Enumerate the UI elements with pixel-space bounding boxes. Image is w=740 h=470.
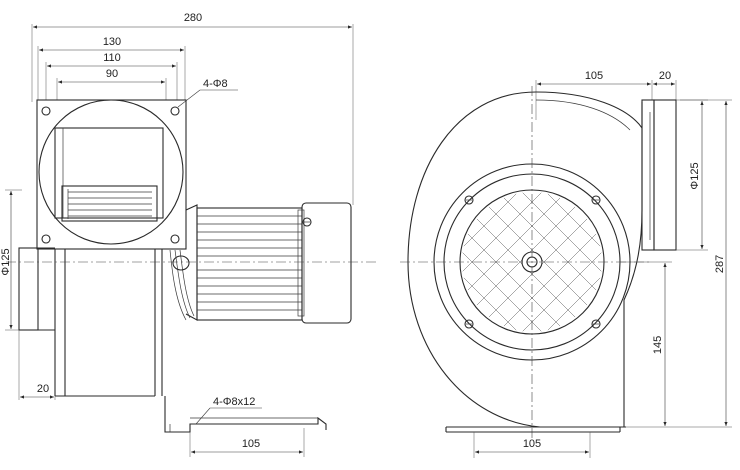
callout-base-slots: 4-Φ8x12 bbox=[213, 396, 255, 408]
dim-overall-height: 287 bbox=[714, 255, 726, 273]
mounting-base bbox=[164, 396, 327, 433]
side-view: 105 20 Φ125 287 bbox=[400, 70, 732, 458]
motor-mounting-screws bbox=[464, 195, 601, 329]
dim-flange-mid: 110 bbox=[103, 52, 121, 64]
terminal-screw bbox=[302, 217, 312, 227]
dim-center-height: 145 bbox=[652, 336, 664, 354]
dim-flange-outer: 130 bbox=[103, 36, 121, 48]
dim-base-width-side: 105 bbox=[523, 438, 541, 450]
flange-hole-tr bbox=[170, 106, 180, 116]
callout-flange-holes: 4-Φ8 bbox=[203, 78, 228, 90]
impeller-slot bbox=[61, 185, 158, 222]
motor-cooling-fins bbox=[197, 215, 302, 311]
front-view: 280 130 110 90 4-Φ8 bbox=[0, 12, 378, 457]
outlet-flange bbox=[641, 99, 655, 251]
dim-outlet-diameter-side: Φ125 bbox=[689, 162, 701, 189]
motor-shaft-hub bbox=[172, 255, 190, 271]
dim-overall-width: 280 bbox=[184, 12, 202, 24]
flange-hole-bl bbox=[41, 234, 51, 244]
flange-hole-br bbox=[170, 234, 180, 244]
dim-outlet-depth: 20 bbox=[37, 383, 49, 395]
dim-base-width-front: 105 bbox=[242, 438, 260, 450]
motor-body bbox=[196, 207, 303, 321]
outlet-spigot bbox=[18, 247, 39, 331]
dim-top-offset: 105 bbox=[585, 70, 603, 82]
inlet-opening bbox=[38, 99, 184, 245]
flange-hole-tl bbox=[41, 106, 51, 116]
dim-flange-inner: 90 bbox=[106, 68, 118, 80]
motor-end-cap bbox=[301, 202, 352, 324]
dim-flange-thickness: 20 bbox=[659, 70, 671, 82]
